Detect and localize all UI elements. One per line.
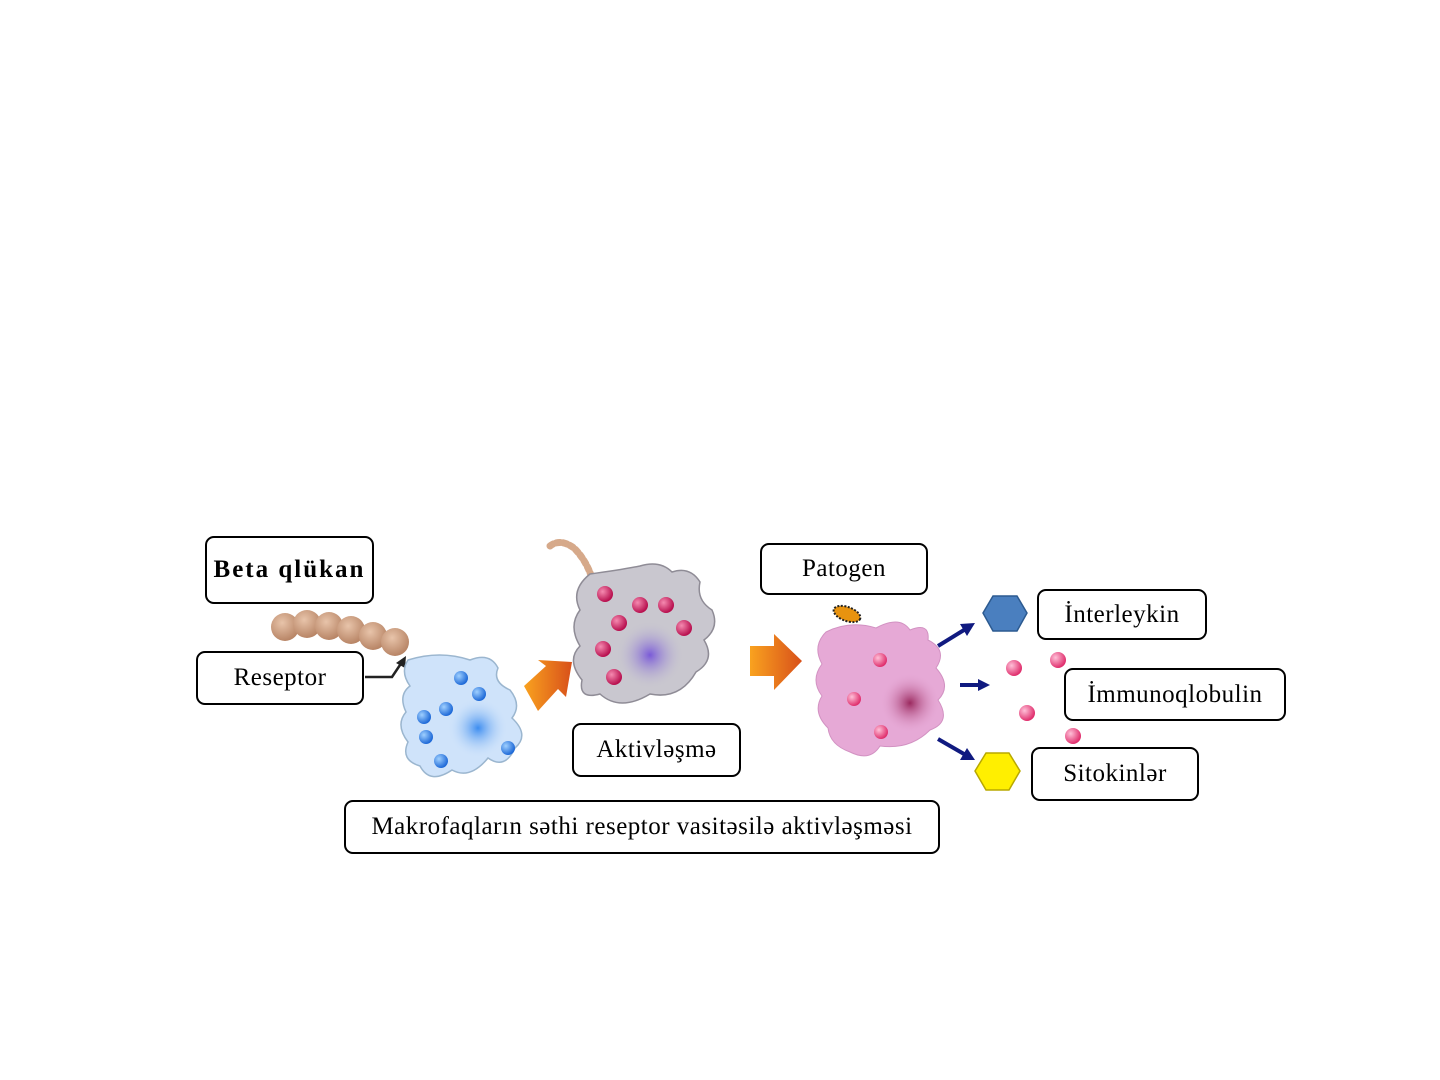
resting-macrophage xyxy=(400,654,523,778)
receptor-pointer-arrow xyxy=(365,661,404,679)
secretion-arrows xyxy=(936,623,990,760)
label-interleukin: İnterleykin xyxy=(1037,589,1207,640)
beta-glucan-chain xyxy=(271,610,409,656)
diagram-caption: Makrofaqların səthi reseptor vasitəsilə … xyxy=(344,800,940,854)
label-beta-glucan: Beta qlükan xyxy=(205,536,374,604)
cytokine-hexagon-icon xyxy=(974,752,1021,791)
blue-granules xyxy=(417,671,515,768)
label-activation: Aktivləşmə xyxy=(572,723,741,777)
transition-arrow-1 xyxy=(524,660,572,711)
label-immunoglobulin: İmmunoqlobulin xyxy=(1064,668,1286,721)
transition-arrow-2 xyxy=(750,634,802,690)
red-granules xyxy=(595,586,692,685)
label-receptor: Reseptor xyxy=(196,651,364,705)
label-cytokines: Sitokinlər xyxy=(1031,747,1199,801)
activated-macrophage xyxy=(546,539,716,704)
immunoglobulin-particles xyxy=(1006,652,1081,744)
label-pathogen: Patogen xyxy=(760,543,928,595)
interleukin-hexagon-icon xyxy=(982,595,1028,632)
pathogen-bacterium-icon xyxy=(832,604,862,624)
responding-macrophage xyxy=(815,621,945,757)
